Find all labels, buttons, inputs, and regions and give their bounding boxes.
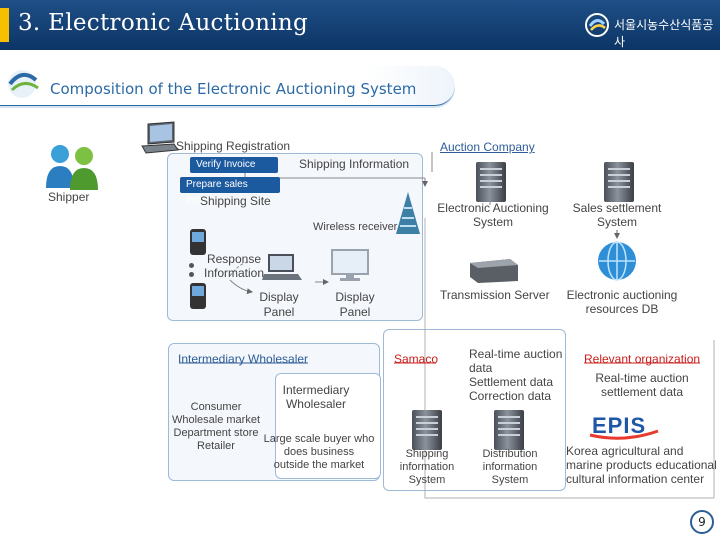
globe-db-icon — [598, 241, 636, 281]
intermediary-wholesaler-label: Intermediary Wholesaler — [282, 383, 350, 411]
response-information-label: Response Information — [203, 252, 265, 280]
intermediary-inner-panel — [275, 373, 381, 479]
rack-server-icon — [476, 162, 506, 202]
display-panel-1-label: Display Panel — [259, 290, 299, 319]
epis-logo: EPIS — [588, 413, 660, 441]
distribution-info-system-label: Distribution information System — [482, 448, 538, 486]
shipper-label: Shipper — [48, 190, 90, 204]
relevant-organization-title: Relevant organization — [584, 352, 701, 366]
intermediary-wholesaler-title: Intermediary Wholesaler — [178, 352, 309, 366]
bullet-dot — [189, 263, 194, 268]
prepare-sales-ledger-badge: Prepare sales ledger — [180, 177, 280, 206]
pda-icon — [190, 229, 206, 255]
rack-server-icon — [604, 162, 634, 202]
realtime-settlement-label: Real-time auction settlement data — [595, 371, 689, 399]
slide-title: 3. Electronic Auctioning — [18, 10, 308, 36]
antenna-icon — [396, 192, 420, 234]
resources-db-label: Electronic auctioning resources DB — [566, 288, 678, 316]
samaco-label: Samaco — [394, 352, 439, 366]
pda-icon — [190, 283, 206, 309]
server-icon — [470, 259, 518, 283]
verify-invoice-badge: Verify Invoice — [190, 157, 278, 173]
realtime-data-label: Real-time auction data Settlement data C… — [469, 347, 563, 403]
bullet-dot — [189, 272, 194, 277]
org-logo-text: 서울시농수산식품공사 — [614, 18, 714, 49]
consumer-list-label: Consumer Wholesale market Department sto… — [171, 401, 261, 452]
laptop-icon — [262, 254, 302, 280]
shipping-registration-label: Shipping Registration — [176, 139, 291, 153]
title-accent — [0, 8, 9, 42]
large-scale-buyer-label: Large scale buyer who does business outs… — [263, 433, 375, 471]
epis-logo-icon — [589, 429, 659, 440]
epis-name-label: Korea agricultural and marine products e… — [566, 444, 717, 486]
rack-server-icon — [494, 410, 524, 450]
shipping-information-label: Shipping Information — [299, 157, 410, 171]
electronic-auctioning-system-label: Electronic Auctioning System — [437, 201, 549, 229]
laptop-icon — [141, 121, 179, 154]
wireless-receiver-label: Wireless receiver — [313, 221, 398, 233]
transmission-server-label: Transmission Server — [440, 288, 550, 302]
shipping-info-system-label: Shipping information System — [399, 448, 455, 486]
section-subtitle: Composition of the Electronic Auctioning… — [50, 80, 417, 98]
epis-logo-text: EPIS — [592, 413, 647, 438]
page-number: 9 — [690, 510, 714, 534]
subtitle-band — [0, 66, 455, 106]
users-icon — [46, 145, 98, 190]
swirl-logo-icon — [8, 70, 39, 98]
sales-settlement-system-label: Sales settlement System — [572, 201, 662, 229]
display-panel-2-label: Display Panel — [335, 290, 375, 319]
shipping-site-label: Shipping Site — [200, 194, 271, 208]
rack-server-icon — [412, 410, 442, 450]
monitor-icon — [331, 249, 369, 281]
auction-company-link: Auction Company — [440, 140, 535, 154]
org-logo-icon — [585, 13, 609, 37]
